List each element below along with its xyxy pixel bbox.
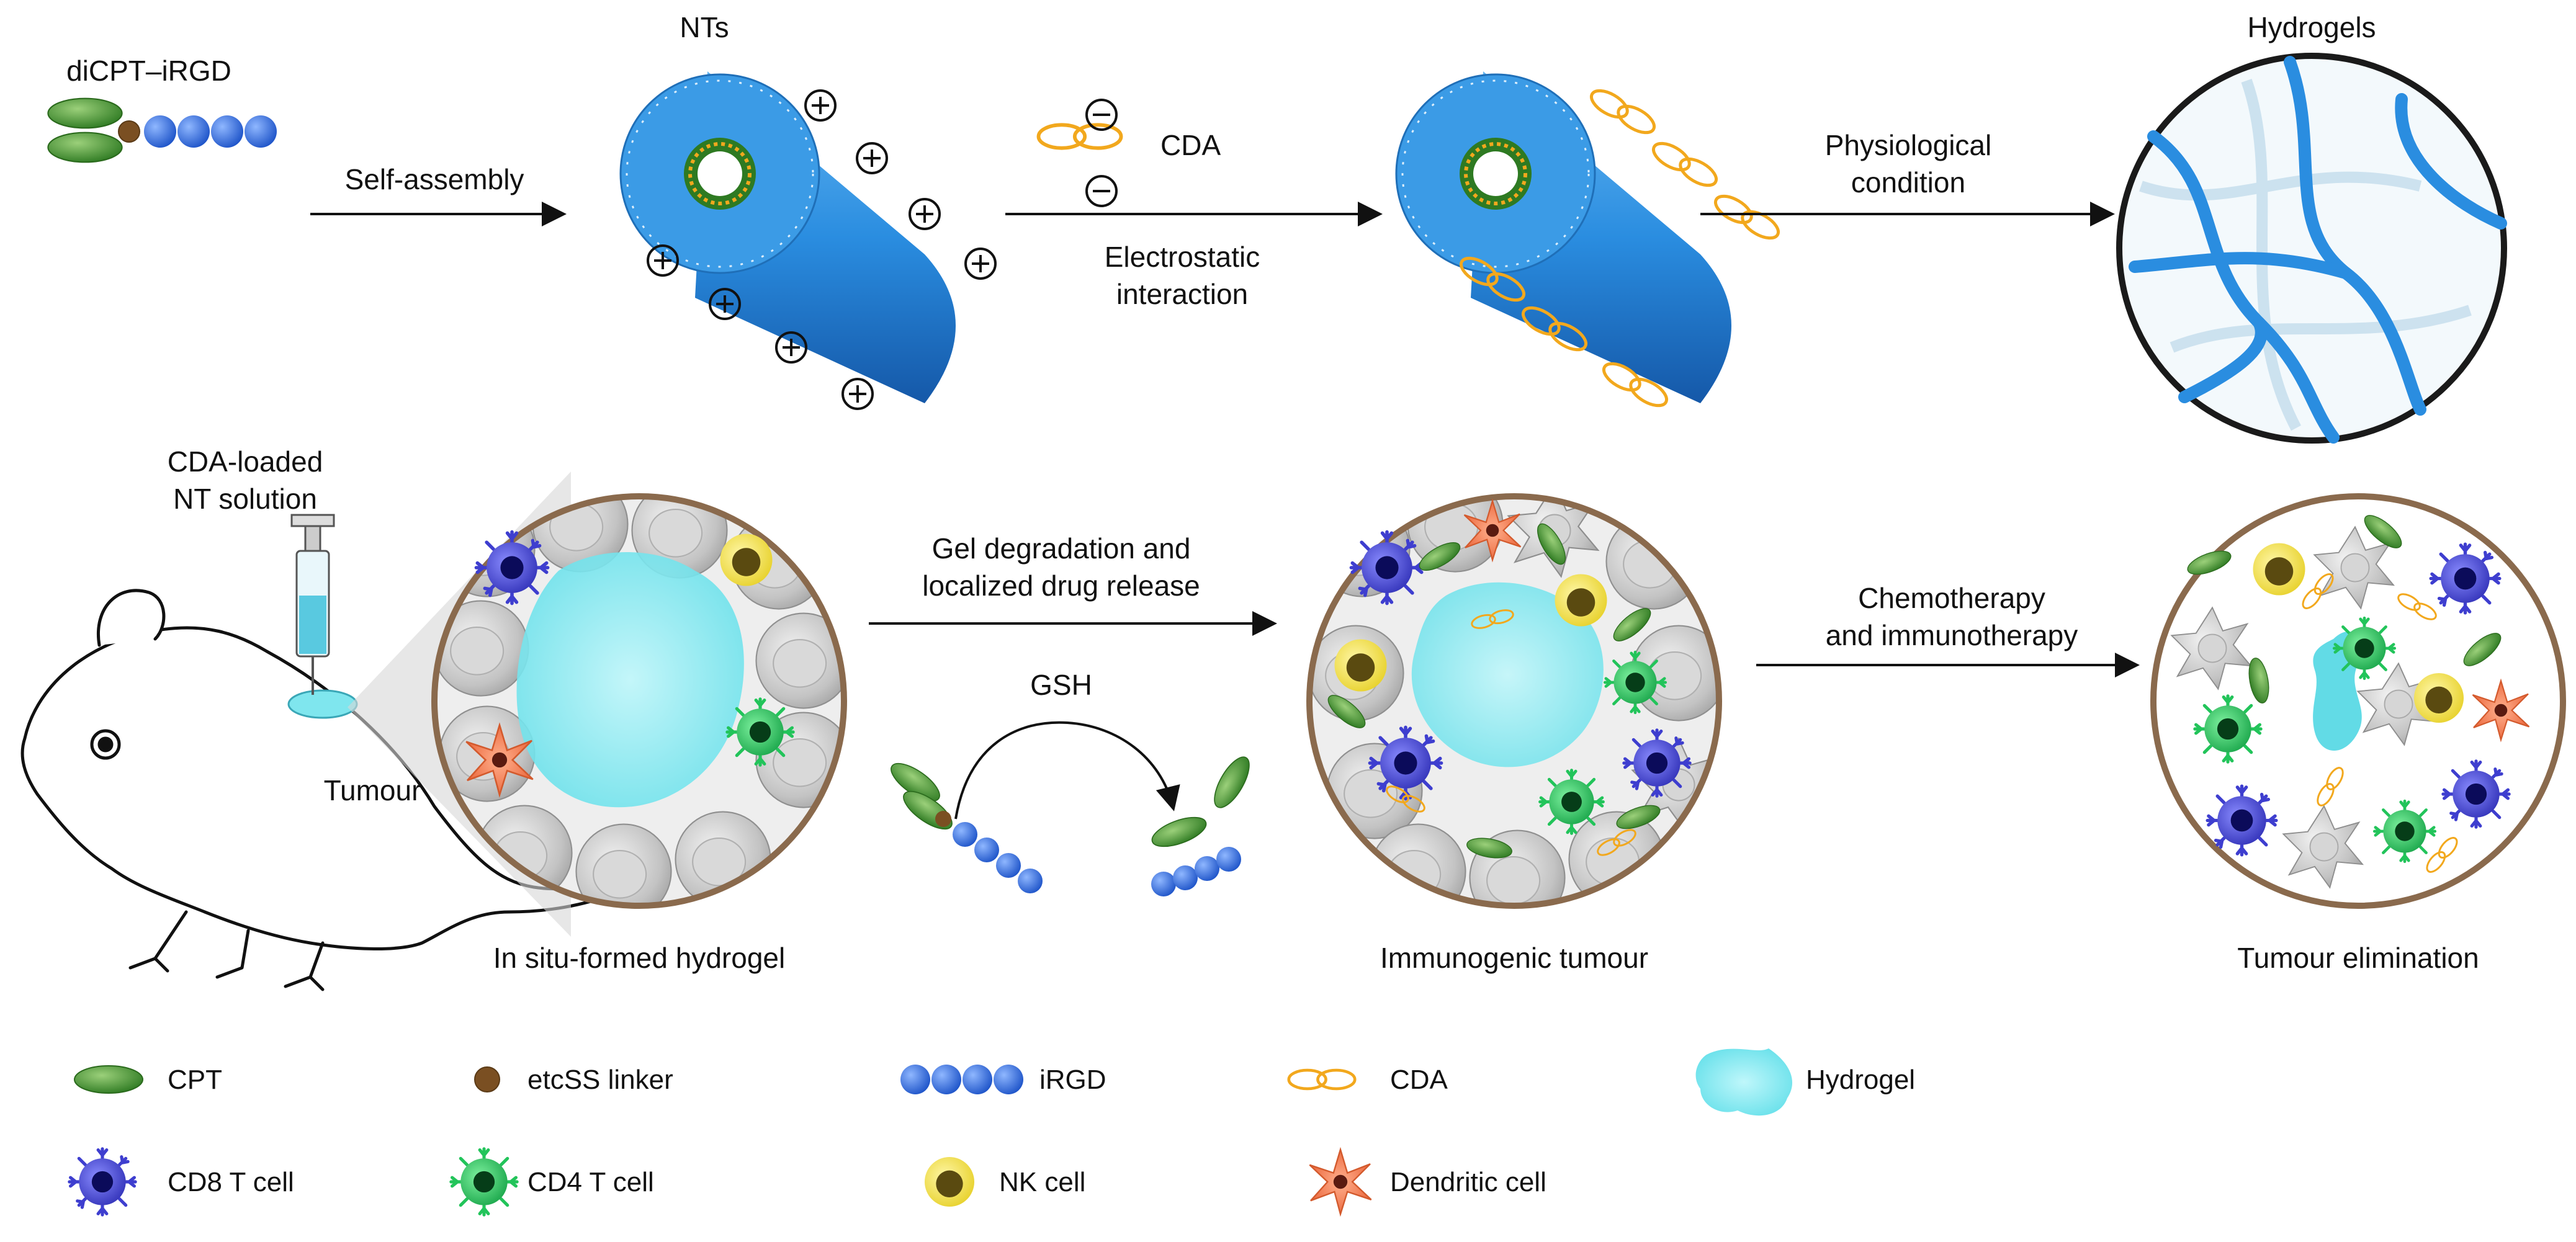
tumour-elimination-label: Tumour elimination — [2237, 942, 2479, 974]
legend-cd4-icon — [451, 1149, 517, 1215]
tumour-label: Tumour — [324, 774, 421, 806]
dicpt-irgd-molecule — [47, 97, 277, 163]
intact-dicpt-irgd — [885, 756, 1043, 893]
legend-irgd-icon — [900, 1065, 1023, 1094]
legend-nk-icon — [925, 1157, 974, 1207]
gsh-arrow — [954, 721, 1180, 820]
electrostatic-label-2: interaction — [1116, 278, 1248, 310]
immunogenic-tumour-circle — [1306, 493, 1722, 909]
gel-degradation-label-1: Gel degradation and — [932, 532, 1191, 565]
legend-cpt-label: CPT — [168, 1065, 222, 1095]
cda-loaded-label-2: NT solution — [173, 483, 317, 515]
legend-cd8-icon — [70, 1149, 135, 1215]
legend-irgd-label: iRGD — [1039, 1065, 1106, 1095]
nanotube — [619, 71, 956, 403]
gel-degradation-label-2: localized drug release — [922, 570, 1200, 602]
legend-nk-label: NK cell — [999, 1167, 1085, 1197]
cleaved-products — [1147, 751, 1257, 896]
in-situ-hydrogel-label: In situ-formed hydrogel — [493, 942, 785, 974]
self-assembly-label: Self-assembly — [345, 163, 524, 195]
legend-cda-icon — [1289, 1070, 1355, 1089]
legend-dendritic-icon — [1309, 1148, 1372, 1215]
dicpt-irgd-label: diCPT–iRGD — [66, 55, 231, 87]
electrostatic-label-1: Electrostatic — [1105, 241, 1260, 273]
tumour-elimination-circle — [2150, 493, 2566, 909]
chemotherapy-label-1: Chemotherapy — [1858, 582, 2045, 614]
syringe-icon — [290, 514, 335, 695]
legend-dendritic-label: Dendritic cell — [1390, 1167, 1546, 1197]
physiological-label-2: condition — [1851, 166, 1965, 199]
legend-cda-label: CDA — [1390, 1065, 1448, 1095]
hydrogels-label: Hydrogels — [2247, 11, 2376, 43]
positive-charges — [647, 89, 997, 410]
physiological-label-1: Physiological — [1825, 129, 1991, 161]
cda-label-top: CDA — [1160, 129, 1221, 161]
legend-cpt-icon — [73, 1065, 144, 1094]
cda-molecule-top — [1039, 99, 1121, 207]
gsh-label: GSH — [1030, 669, 1092, 701]
legend-linker-label: etcSS linker — [527, 1065, 673, 1095]
chemotherapy-label-2: and immunotherapy — [1826, 619, 2078, 651]
legend-cd8-label: CD8 T cell — [168, 1167, 294, 1197]
cda-loaded-nanotube — [1395, 71, 1782, 411]
nts-label: NTs — [680, 11, 729, 43]
legend-cd4-label: CD4 T cell — [527, 1167, 654, 1197]
legend-hydrogel-label: Hydrogel — [1806, 1065, 1915, 1095]
legend-linker-icon — [474, 1066, 500, 1092]
immunogenic-tumour-label: Immunogenic tumour — [1380, 942, 1648, 974]
cda-loaded-label-1: CDA-loaded — [168, 445, 323, 478]
injection-site — [287, 689, 358, 719]
in-situ-hydrogel-circle — [431, 493, 847, 909]
legend: CPT etcSS linker iRGD CDA Hydrogel CD8 T… — [70, 1048, 1915, 1215]
legend-hydrogel-icon — [1695, 1048, 1793, 1116]
hydrogel-network — [2116, 53, 2507, 444]
